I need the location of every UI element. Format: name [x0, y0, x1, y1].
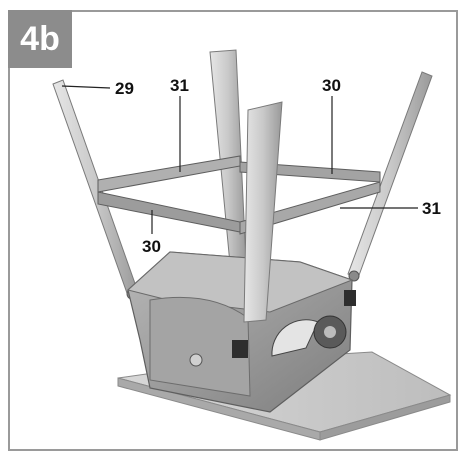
- callout-31-right-rail: 31: [422, 199, 441, 218]
- callout-30-upper-rail: 30: [322, 76, 341, 95]
- step-badge: 4b: [8, 10, 72, 68]
- front-leg-center: [243, 101, 283, 323]
- callout-30-lower-rail: 30: [142, 237, 161, 256]
- bevel-scale: [271, 315, 347, 357]
- rail-31-upper: [97, 155, 241, 193]
- callout-29-left-leg: 29: [115, 79, 134, 98]
- rail-30-lower: [97, 191, 241, 233]
- leg-right: [347, 71, 433, 282]
- leg-29: [52, 79, 139, 300]
- rail-31-right: [239, 181, 381, 235]
- callout-31-upper-rail: 31: [170, 76, 189, 95]
- saw-housing: [126, 251, 356, 413]
- callout-leader-lines: [61, 85, 418, 234]
